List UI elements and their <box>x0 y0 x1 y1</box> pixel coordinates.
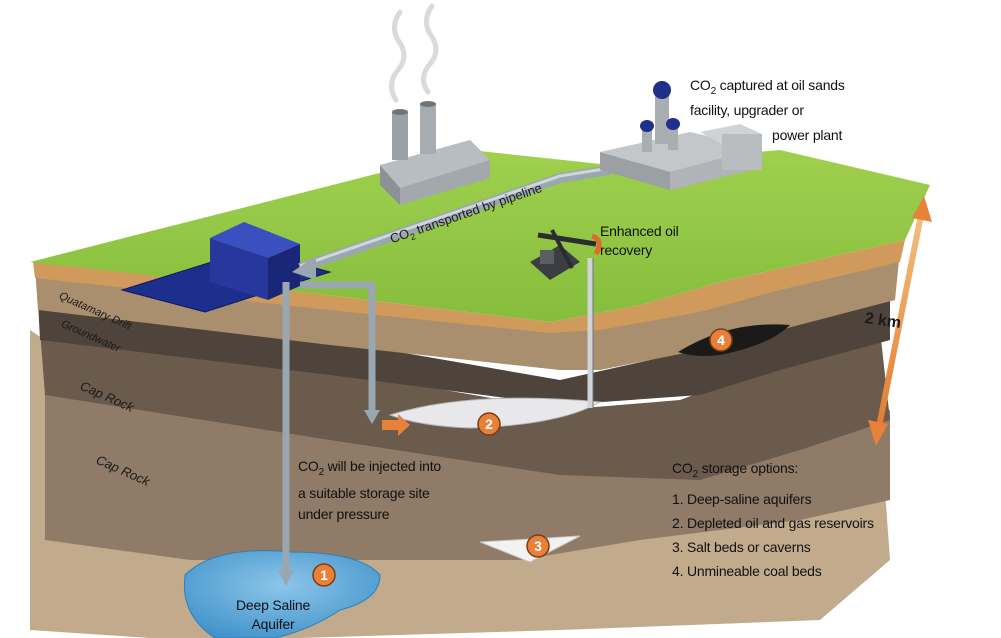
storage-option-2: 2. Depleted oil and gas reservoirs <box>672 514 874 531</box>
storage-option-4: 4. Unmineable coal beds <box>672 562 822 579</box>
svg-text:3: 3 <box>534 538 542 554</box>
storage-building-front <box>210 238 268 300</box>
svg-text:2: 2 <box>485 416 493 432</box>
storage-option-3: 3. Salt beds or caverns <box>672 538 811 555</box>
co2-flow-arrow <box>382 414 410 436</box>
pipeline <box>298 165 611 273</box>
quaternary-drift-layer <box>33 240 905 333</box>
pipeline-highlight <box>299 166 611 268</box>
oil-sands-facility-icon <box>600 81 762 190</box>
groundwater-layer <box>35 250 900 370</box>
marker-2: 2 <box>477 412 501 436</box>
injection-well-shallow-arrow <box>364 410 380 424</box>
captured-label-line3: power plant <box>772 127 843 143</box>
pipeline-arrow-head <box>292 256 316 280</box>
storage-building-top <box>210 222 300 258</box>
coal-bed <box>678 324 790 356</box>
injection-label: CO2 will be injected into a suitable sto… <box>298 458 441 522</box>
marker-3: 3 <box>526 534 550 558</box>
pumpjack-icon <box>530 229 602 280</box>
svg-text:4: 4 <box>717 332 725 348</box>
depth-arrow-shaft <box>875 209 925 433</box>
dark-shale-layer <box>38 290 890 405</box>
power-plant-icon <box>380 101 490 205</box>
storage-building-side <box>268 244 300 300</box>
storage-options-title: CO2 storage options: <box>672 460 799 480</box>
injection-well-shallow <box>300 281 376 415</box>
smoke-plume <box>389 9 407 103</box>
svg-text:1: 1 <box>320 567 328 583</box>
captured-label: CO2 captured at oil sands facility, upgr… <box>690 77 845 118</box>
depth-arrow-top <box>912 196 932 222</box>
smoke-plume-2 <box>421 3 439 95</box>
storage-options-legend: CO2 storage options: 1. Deep-saline aqui… <box>672 456 874 583</box>
oil-gas-reservoir <box>388 397 602 429</box>
marker-1: 1 <box>312 563 336 587</box>
injection-well-deep-arrow <box>278 570 294 586</box>
depth-arrow-bottom <box>868 420 888 446</box>
marker-4: 4 <box>709 328 733 352</box>
storage-option-1: 1. Deep-saline aquifers <box>672 490 812 507</box>
